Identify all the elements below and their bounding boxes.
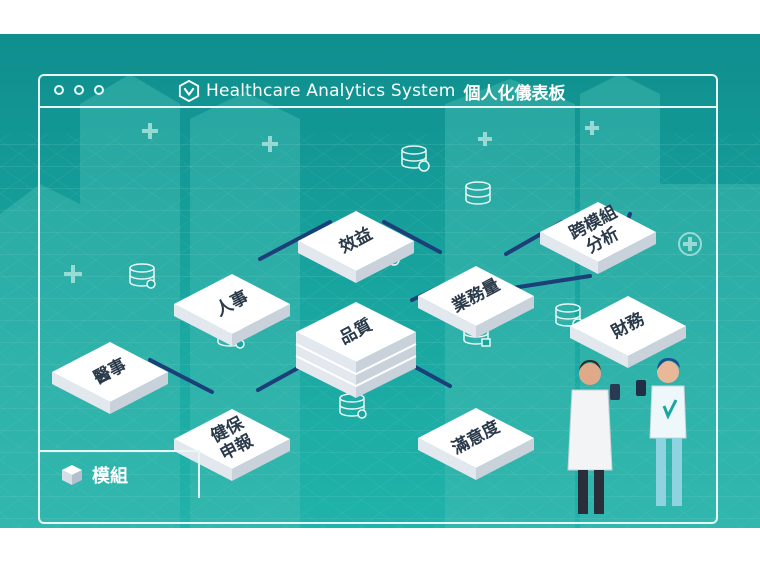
window-title-bar: Healthcare Analytics System 個人化儀表板 — [40, 76, 716, 108]
tile-top — [52, 342, 168, 402]
module-tab-content: 模組 — [60, 462, 128, 488]
module-tile-renshi[interactable]: 人事 — [174, 274, 290, 346]
tile-side-right — [232, 439, 290, 481]
tile-side-left — [296, 332, 356, 398]
tile-side-right — [110, 372, 168, 414]
staff-illustration — [636, 358, 687, 506]
tile-side-left — [52, 372, 110, 414]
window-dot-2 — [74, 85, 84, 95]
window-dot-3 — [94, 85, 104, 95]
module-tile-caiwu[interactable]: 財務 — [570, 296, 686, 368]
tile-side-right — [628, 326, 686, 368]
hero-banner: 效益人事醫事 品質健保申報 業務量跨模組分析財務滿意度 — [0, 34, 760, 528]
tile-side-right — [232, 304, 290, 346]
tile-side-left — [418, 438, 476, 480]
tile-top — [540, 202, 656, 262]
module-tab-label: 模組 — [92, 466, 128, 487]
module-tile-pinzhi[interactable]: 品質 — [295, 302, 417, 398]
title-text: Healthcare Analytics System — [206, 81, 456, 101]
tile-side-right — [476, 296, 534, 338]
window-frame: Healthcare Analytics System 個人化儀表板 模組 — [38, 74, 718, 524]
module-tile-yewuliang[interactable]: 業務量 — [418, 266, 534, 338]
tile-side-left — [174, 439, 232, 481]
tile-side-left — [418, 296, 476, 338]
app-title: Healthcare Analytics System 個人化儀表板 — [178, 79, 566, 104]
window-dot-1 — [54, 85, 64, 95]
tile-top — [570, 296, 686, 356]
module-tile-xiaoyi[interactable]: 效益 — [298, 211, 414, 283]
tile-layer-line — [295, 355, 417, 388]
tile-layer-line — [295, 343, 417, 376]
cube-icon — [62, 465, 82, 485]
module-tile-yishi[interactable]: 醫事 — [52, 342, 168, 414]
tile-side-left — [298, 241, 356, 283]
tile-side-left — [174, 304, 232, 346]
tile-side-left — [540, 232, 598, 274]
tile-top — [174, 274, 290, 334]
title-dashboard: 個人化儀表板 — [463, 83, 566, 104]
tile-side-right — [356, 332, 416, 398]
tile-side-right — [598, 232, 656, 274]
module-tab[interactable]: 模組 — [40, 450, 200, 498]
hexagon-logo-icon — [178, 80, 200, 102]
module-tile-manyidu[interactable]: 滿意度 — [418, 408, 534, 480]
tile-top — [174, 409, 290, 469]
tile-side-right — [476, 438, 534, 480]
tile-top — [418, 266, 534, 326]
doctor-illustration — [567, 360, 620, 514]
tile-side-right — [356, 241, 414, 283]
tile-side-left — [570, 326, 628, 368]
tile-top — [298, 211, 414, 271]
tile-top — [418, 408, 534, 468]
tile-top — [296, 302, 416, 362]
